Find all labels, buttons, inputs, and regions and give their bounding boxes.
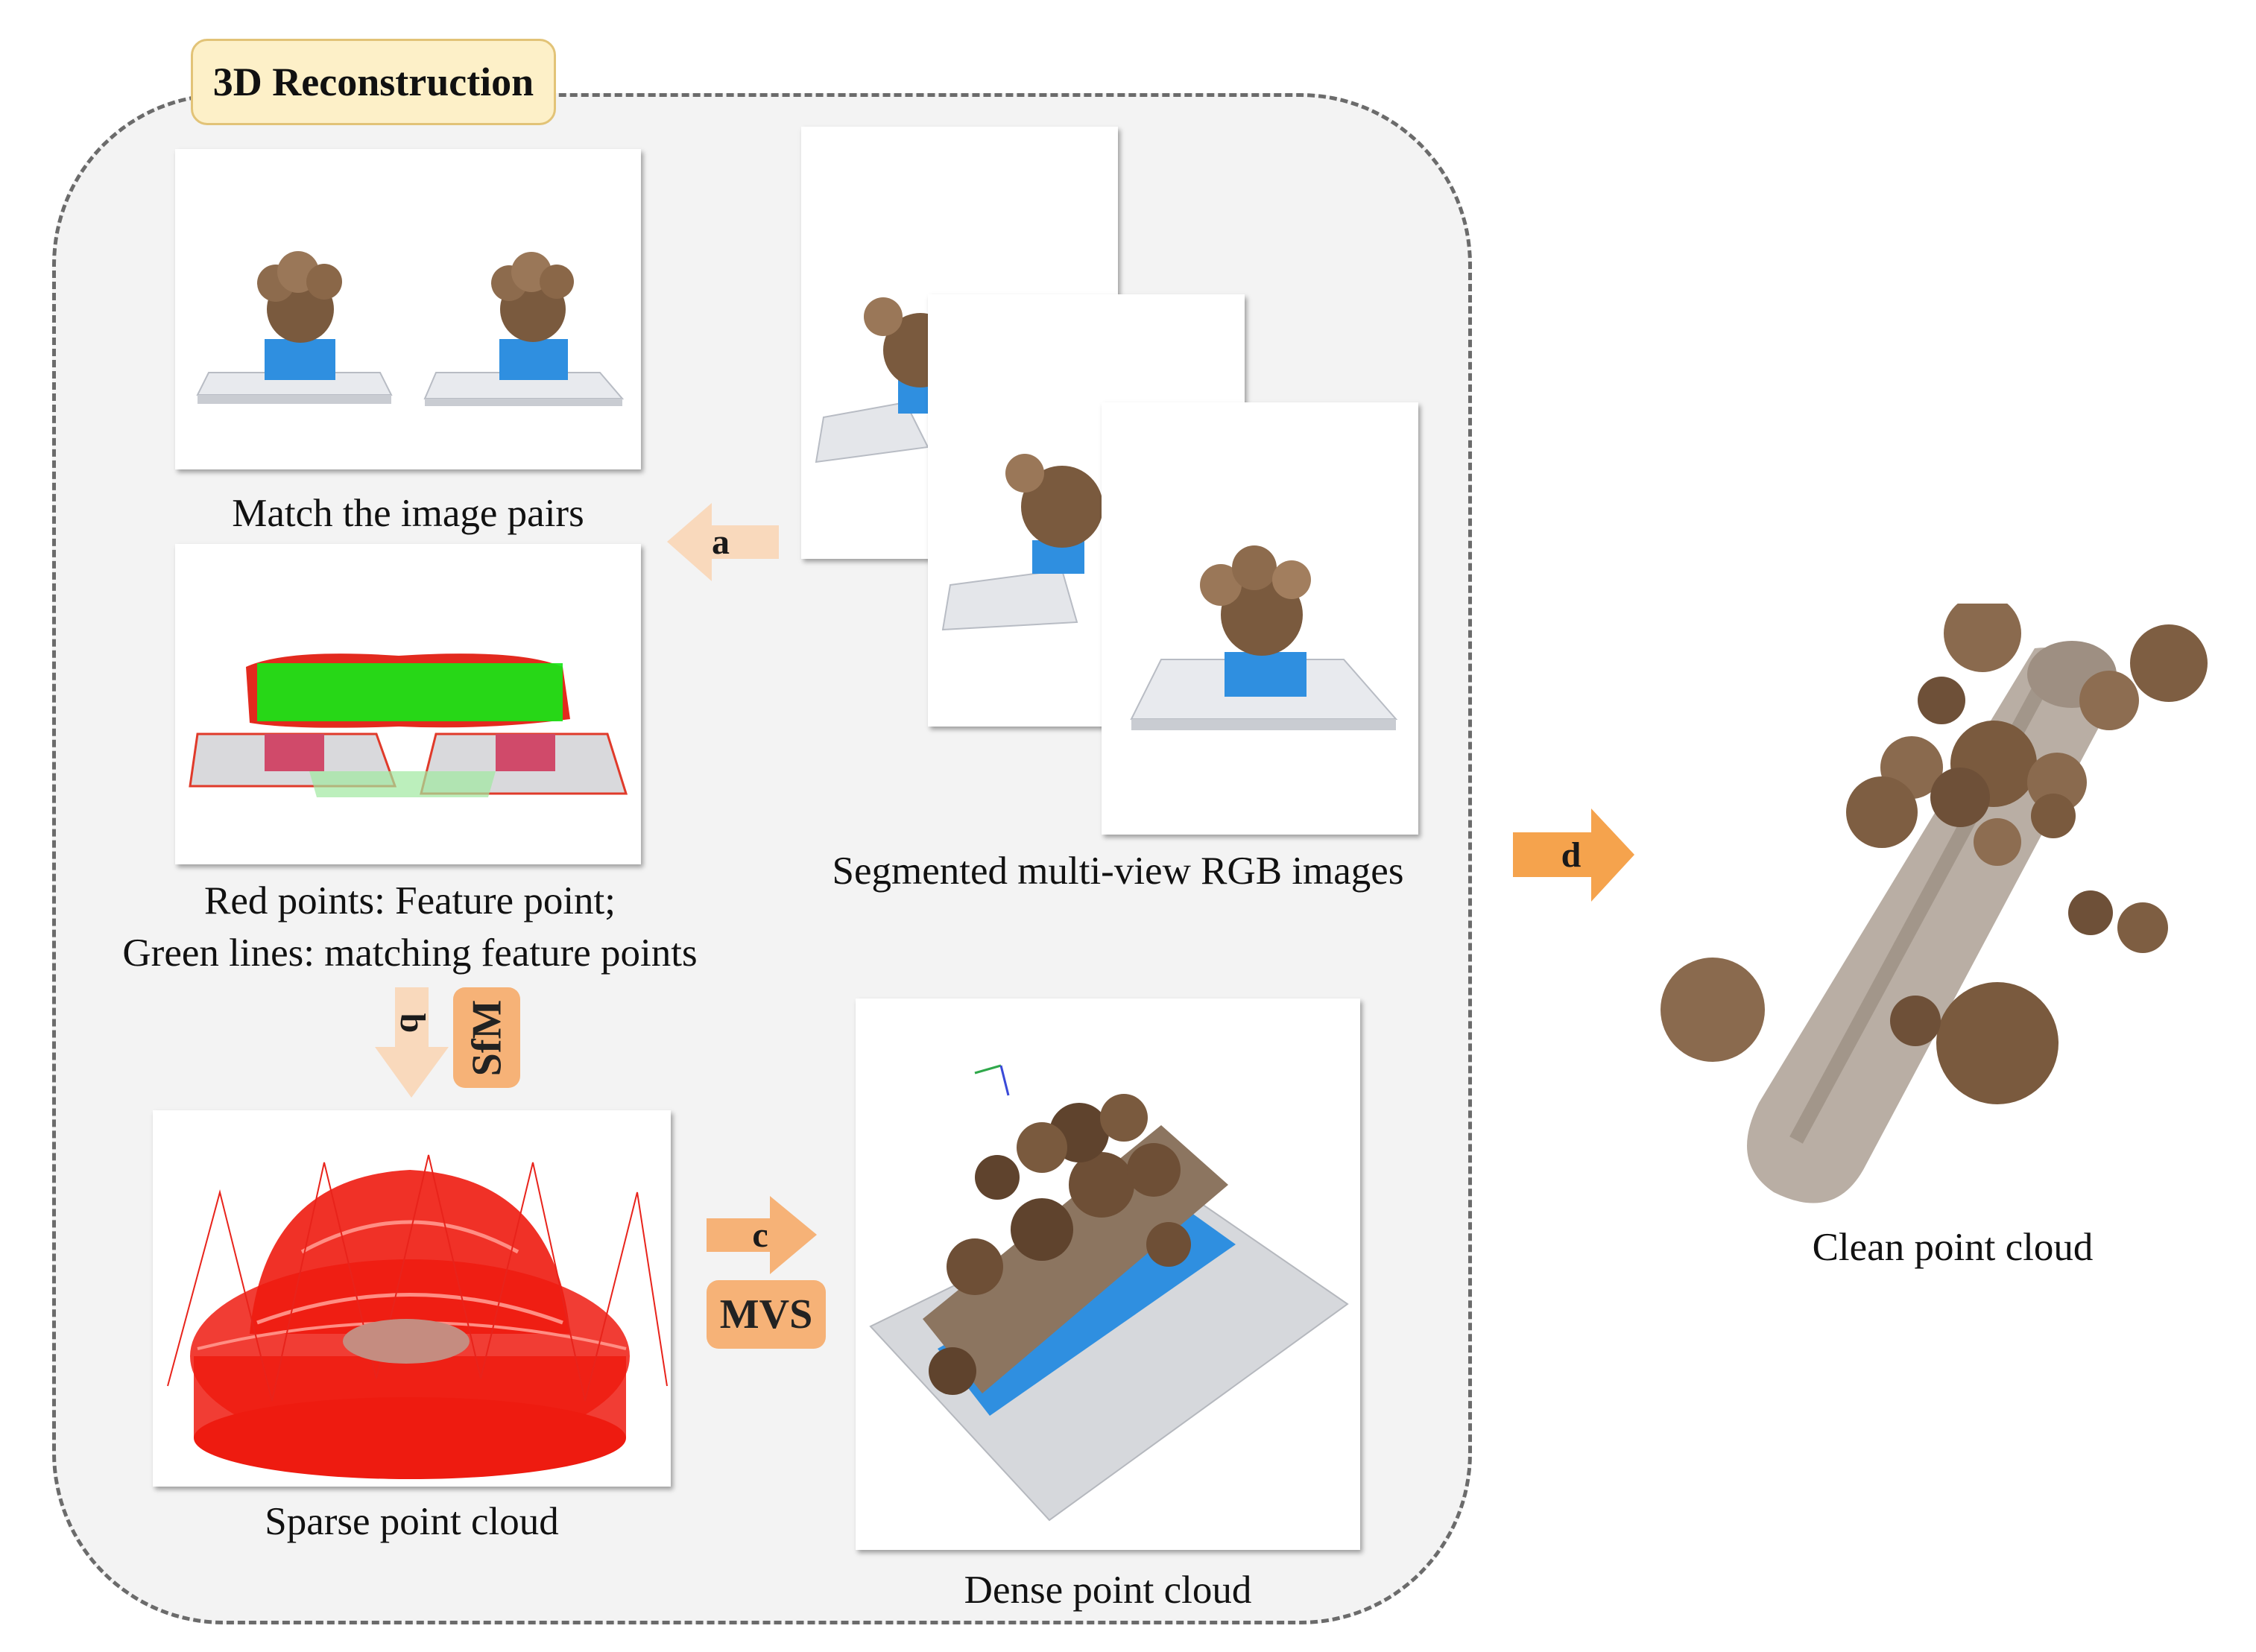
- arrow-b: b: [375, 987, 449, 1098]
- caption-segmented: Segmented multi-view RGB images: [832, 849, 1404, 893]
- sparse-cloud-panel: [153, 1110, 671, 1487]
- image-pair-panel: [175, 149, 641, 469]
- arrow-c-label: c: [752, 1215, 768, 1255]
- mvs-tag: MVS: [707, 1280, 826, 1349]
- arrow-c: c: [707, 1196, 817, 1274]
- clean-cloud-illustration: [1661, 604, 2208, 1203]
- caption-feature-line2: Green lines: matching feature points: [122, 931, 698, 975]
- left-scene: [196, 251, 393, 404]
- mvs-label: MVS: [719, 1291, 813, 1338]
- log-body: [1747, 641, 2117, 1203]
- right-scene: [423, 252, 625, 406]
- caption-dense: Dense point cloud: [964, 1569, 1252, 1612]
- feature-matching-panel: [175, 544, 641, 864]
- arrow-d-label: d: [1561, 835, 1582, 875]
- view-image-3: [1102, 402, 1418, 835]
- group-title: 3D Reconstruction: [191, 39, 556, 125]
- image-pair-illustration: [196, 251, 625, 406]
- sparse-cloud-illustration: [167, 1154, 668, 1479]
- dense-cloud-panel: [856, 999, 1360, 1550]
- dense-cloud-illustration: [869, 1064, 1349, 1522]
- view-illustration-2: [941, 454, 1103, 631]
- feature-matching-illustration: [189, 653, 628, 797]
- caption-feature-line1: Red points: Feature point;: [203, 879, 616, 922]
- sfm-tag: SfM: [453, 987, 520, 1088]
- arrow-a: a: [667, 503, 779, 581]
- caption-feature-points: Red points: Feature point; Green lines: …: [89, 876, 730, 980]
- view-illustration-3: [1130, 545, 1398, 730]
- arrow-a-label: a: [712, 522, 730, 562]
- sfm-label: SfM: [464, 999, 510, 1076]
- caption-match-pairs: Match the image pairs: [232, 492, 584, 535]
- caption-clean: Clean point cloud: [1812, 1226, 2094, 1269]
- arrow-b-label: b: [393, 1013, 432, 1034]
- arrow-d: d: [1513, 808, 1634, 902]
- caption-sparse: Sparse point cloud: [265, 1500, 559, 1543]
- mushroom-caps: [1661, 604, 2208, 1104]
